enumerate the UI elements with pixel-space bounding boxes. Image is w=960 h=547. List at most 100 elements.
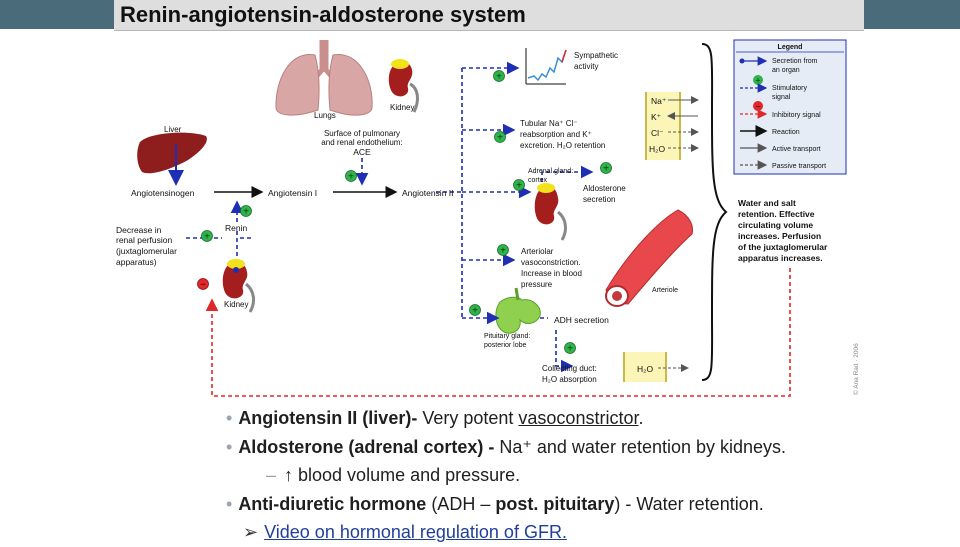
svg-text:+: + bbox=[472, 306, 478, 317]
bullet-list: •Angiotensin II (liver)- Very potent vas… bbox=[226, 404, 946, 547]
arteriolar-label-2: vasoconstriction. bbox=[521, 258, 581, 267]
tubular-label-1: Tubular Na⁺ Cl⁻ bbox=[520, 119, 578, 128]
svg-text:+: + bbox=[204, 232, 210, 243]
pituitary-label-1: Pituitary gland: bbox=[484, 333, 530, 340]
sympathetic-label-1: Sympathetic bbox=[574, 51, 618, 60]
kidney-top-label: Kidney bbox=[390, 103, 414, 112]
perfusion-label-3: (juxtaglomerular bbox=[116, 246, 177, 256]
adrenal-gland-icon bbox=[534, 183, 567, 241]
ion-cl: Cl⁻ bbox=[651, 128, 664, 138]
sympathetic-graph-icon bbox=[525, 48, 567, 85]
plus-icon: + bbox=[600, 162, 612, 175]
arteriolar-label-1: Arteriolar bbox=[521, 247, 554, 256]
tubular-label-2: reabsorption and K⁺ bbox=[520, 130, 592, 139]
bullet-aldosterone: •Aldosterone (adrenal cortex) - Na⁺ and … bbox=[226, 433, 946, 462]
bullet-3-mid: (ADH – bbox=[426, 493, 496, 514]
bullet-adh: •Anti-diuretic hormone (ADH – post. pitu… bbox=[226, 490, 946, 519]
legend-stimulatory-1: Stimulatory bbox=[772, 85, 808, 92]
legend-inhibitory: Inhibitory signal bbox=[772, 112, 821, 119]
sympathetic-label-2: activity bbox=[574, 62, 598, 71]
ion-k: K⁺ bbox=[651, 112, 662, 122]
bullet-dot-icon: • bbox=[226, 436, 233, 457]
perfusion-label-4: apparatus) bbox=[116, 257, 157, 267]
plus-icon: + bbox=[564, 342, 576, 355]
water-label-1: Water and salt bbox=[738, 198, 796, 208]
duct-water-box bbox=[623, 352, 689, 382]
liver-label: Liver bbox=[164, 125, 182, 134]
arrow-bullet-icon: ➢ bbox=[243, 522, 259, 542]
bullet-3-bold-1: Anti-diuretic hormone bbox=[238, 493, 427, 514]
collecting-label-1: Collecting duct: bbox=[542, 364, 597, 373]
arteriolar-label-4: pressure bbox=[521, 280, 553, 289]
water-label-6: apparatus increases. bbox=[738, 253, 823, 263]
legend-secretion-2: an organ bbox=[772, 67, 800, 74]
angiotensin-1-label: Angiotensin I bbox=[268, 188, 317, 198]
water-label-5: of the juxtaglomerular bbox=[738, 242, 828, 252]
plus-icon: + bbox=[494, 131, 506, 144]
liver-icon bbox=[137, 132, 207, 186]
arteriolar-label-3: Increase in blood bbox=[521, 269, 582, 278]
svg-text:−: − bbox=[200, 280, 206, 291]
adrenal-label-2: cortex bbox=[528, 177, 548, 184]
legend-reaction: Reaction bbox=[772, 129, 800, 136]
duct-h2o: H₂O bbox=[637, 364, 653, 374]
angiotensinogen-label: Angiotensinogen bbox=[131, 188, 195, 198]
water-label-2: retention. Effective bbox=[738, 209, 815, 219]
ion-na: Na⁺ bbox=[651, 96, 667, 106]
plus-icon: + bbox=[201, 230, 213, 243]
legend-passive: Passive transport bbox=[772, 163, 826, 170]
bullet-1-text: Very potent bbox=[417, 408, 519, 428]
figure-title: Renin-angiotensin-aldosterone system bbox=[120, 2, 526, 27]
diagram-labels: Liver Lungs Kidney Surface of pulmonary … bbox=[116, 44, 860, 395]
kidney-bottom-label: Kidney bbox=[224, 300, 248, 309]
svg-text:+: + bbox=[497, 133, 503, 144]
bullet-2-text: Na⁺ and water retention by kidneys. bbox=[494, 436, 787, 457]
water-label-3: circulating volume bbox=[738, 220, 813, 230]
tubular-label-3: excretion. H₂O retention bbox=[520, 141, 605, 150]
bullet-2-bold: Aldosterone (adrenal cortex) - bbox=[238, 436, 495, 457]
ion-transport-box bbox=[645, 92, 699, 160]
renin-label: Renin bbox=[225, 223, 247, 233]
bullet-3-bold-2: post. pituitary bbox=[495, 493, 615, 514]
legend-active: Active transport bbox=[772, 146, 821, 153]
stimulatory-signals bbox=[186, 61, 594, 373]
bullet-dot-icon: • bbox=[226, 493, 233, 514]
svg-text:+: + bbox=[567, 344, 573, 355]
svg-text:+: + bbox=[755, 76, 760, 86]
lungs-label: Lungs bbox=[314, 111, 336, 120]
aldosterone-label-2: secretion bbox=[583, 195, 615, 204]
ace-label: ACE bbox=[353, 147, 371, 157]
arteriole-label: Arteriole bbox=[652, 287, 678, 294]
legend-stimulatory-2: signal bbox=[772, 94, 791, 101]
bullet-video: ➢Video on hormonal regulation of GFR. bbox=[226, 518, 946, 547]
surface-label-1: Surface of pulmonary bbox=[324, 129, 400, 138]
raas-diagram: + + + + + + + + + + − + − bbox=[116, 39, 860, 397]
angiotensin-2-label: Angiotensin II bbox=[402, 188, 454, 198]
inhibitory-signal-loop bbox=[205, 268, 791, 397]
svg-text:+: + bbox=[243, 207, 249, 218]
adh-label: ADH secretion bbox=[554, 315, 609, 325]
svg-text:+: + bbox=[516, 181, 522, 192]
svg-text:+: + bbox=[603, 164, 609, 175]
collecting-label-2: H₂O absorption bbox=[542, 375, 597, 384]
plus-icon: + bbox=[240, 205, 252, 218]
svg-text:+: + bbox=[500, 246, 506, 257]
figure-title-bar: Renin-angiotensin-aldosterone system bbox=[114, 0, 864, 31]
bullet-1-end: . bbox=[638, 408, 644, 428]
bullet-dot-icon: • bbox=[226, 408, 233, 428]
svg-text:+: + bbox=[348, 172, 354, 183]
plus-icon: + bbox=[497, 244, 509, 257]
brace-icon bbox=[701, 43, 728, 381]
svg-text:+: + bbox=[496, 72, 502, 83]
pituitary-label-2: posterior lobe bbox=[484, 342, 527, 349]
perfusion-label-1: Decrease in bbox=[116, 225, 162, 235]
bullet-1-underlined: vasoconstrictor bbox=[518, 408, 639, 428]
surface-label-2: and renal endothelium: bbox=[321, 138, 402, 147]
copyright-label: © Ana Rad · 2006 bbox=[852, 343, 860, 395]
arteriole-icon bbox=[605, 209, 693, 307]
plus-markers: + + + + + + + + + + − bbox=[197, 70, 612, 355]
video-link[interactable]: Video on hormonal regulation of GFR. bbox=[264, 522, 567, 542]
sub-bullet-volume: –↑ blood volume and pressure. bbox=[226, 461, 946, 490]
plus-icon: + bbox=[513, 179, 525, 192]
plus-icon: + bbox=[493, 70, 505, 83]
